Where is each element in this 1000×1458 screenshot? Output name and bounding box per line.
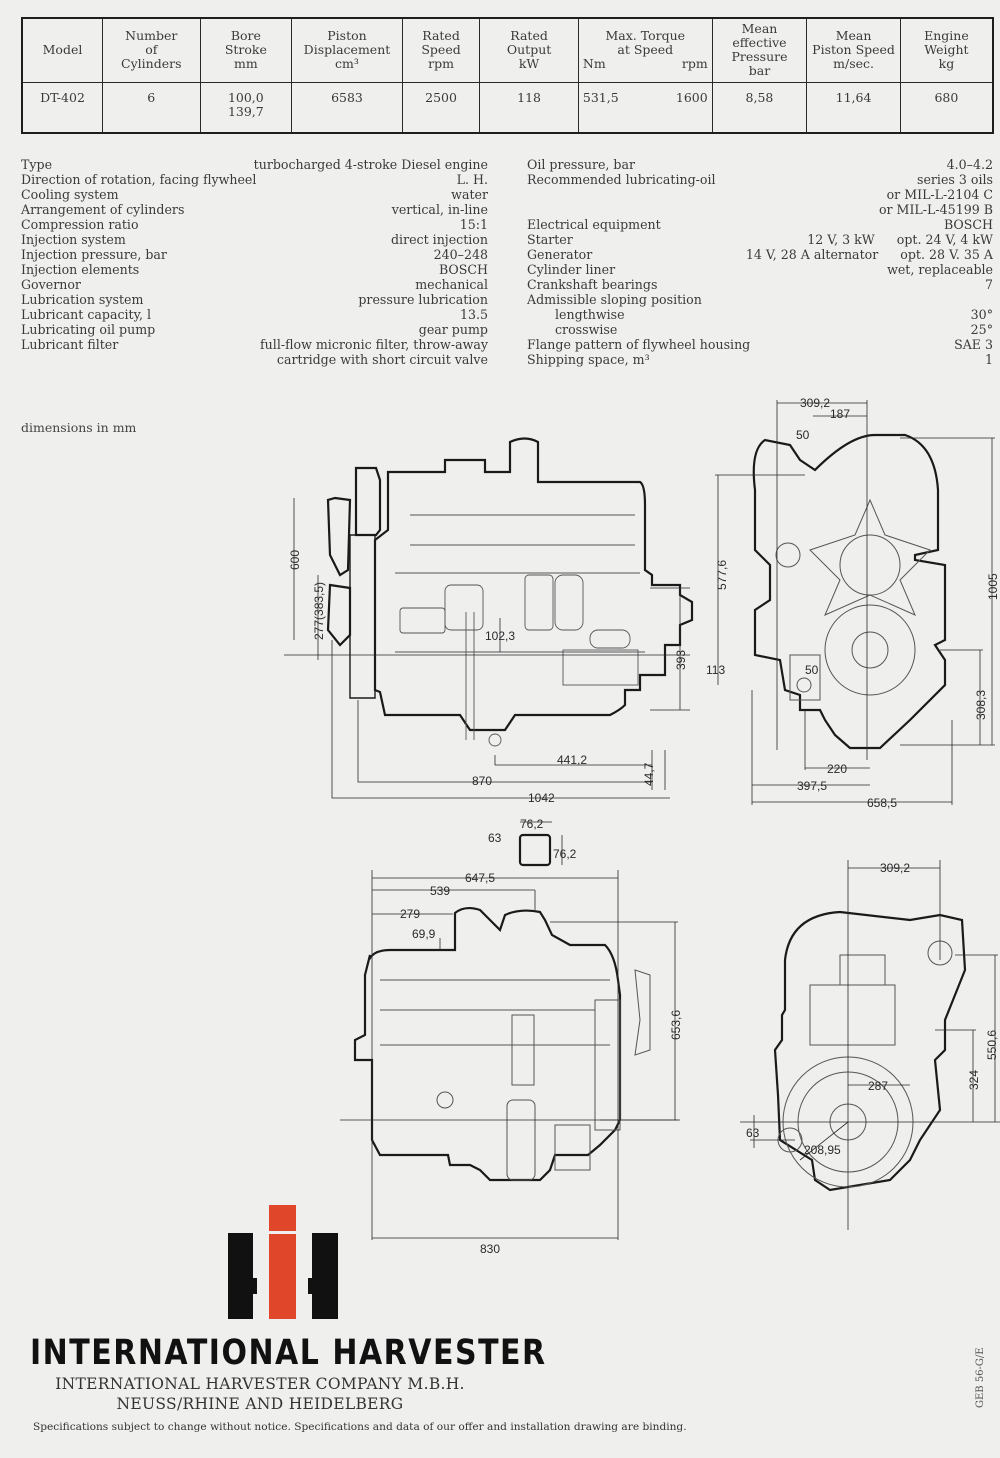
dim-187: 187 [830,407,850,421]
dim-397: 397,5 [797,779,827,793]
document-number: GEB 56-G/E [975,1347,986,1408]
engine-front-view-drawing: 309,2 187 50 577,6 1005 113 50 308,3 220… [706,396,1000,810]
cell-mean-piston-speed: 11,64 [806,81,901,134]
dim-308: 308,3 [974,690,988,720]
dim-63: 63 [488,831,502,845]
dim-279: 279 [400,907,420,921]
dim-277: 277(383,5) [312,582,326,640]
dim-550: 550,6 [985,1030,999,1060]
cell-mean-effective-pressure: 8,58 [711,81,808,134]
dim-44: 44,7 [642,762,656,786]
engine-rear-view-drawing: 309,2 550,6 324 287 63 208,95 [740,860,1000,1230]
cell-rated-speed: 2500 [401,81,481,134]
dim-287: 287 [868,1079,888,1093]
dim-658: 658,5 [867,796,897,810]
cell-engine-weight: 680 [899,81,994,134]
dim-1042: 1042 [528,791,555,805]
dim-324: 324 [967,1070,981,1090]
dim-309-rear: 309,2 [880,861,910,875]
dim-653: 653,6 [669,1010,683,1040]
dim-208: 208,95 [804,1143,841,1157]
dim-76-2-height: 76,2 [553,847,577,861]
dim-1005: 1005 [986,573,1000,600]
cell-cylinders: 6 [101,81,201,134]
company-location: NEUSS/RHINE AND HEIDELBERG [116,1395,404,1413]
dim-830: 830 [480,1242,500,1256]
ih-logo-icon [228,1205,338,1319]
disclaimer-text: Specifications subject to change without… [33,1421,687,1433]
dim-50-bottom: 50 [805,663,819,677]
dim-102: 102,3 [485,629,515,643]
spec-row: or MIL-L-45199 B [878,202,993,217]
dim-50-top: 50 [796,428,810,442]
dim-393: 393 [674,650,688,670]
cell-displacement: 6583 [291,81,403,134]
brand-name: INTERNATIONAL HARVESTER [30,1333,547,1374]
dim-441: 441,2 [557,753,587,767]
header-model: Model [21,17,103,83]
dim-309: 309,2 [800,396,830,410]
company-name: INTERNATIONAL HARVESTER COMPANY M.B.H. [55,1375,465,1393]
dim-69-9: 69,9 [412,927,436,941]
dim-577: 577,6 [715,560,729,590]
cell-rated-output: 118 [479,81,579,134]
dim-220: 220 [827,762,847,776]
engine-side-view-other-drawing: 76,2 63 76,2 647,5 539 279 69,9 653,6 83… [340,817,683,1256]
dim-647: 647,5 [465,871,495,885]
dim-539: 539 [430,884,450,898]
spec-row: or MIL-L-2104 C [886,187,993,202]
spec-row: Admissible sloping position [527,292,702,307]
dim-63-rear: 63 [746,1126,760,1140]
dim-870: 870 [472,774,492,788]
dim-113: 113 [706,663,725,677]
engine-side-view-drawing: 600 277(383,5) 102,3 393 441,2 44,7 870 … [284,437,694,805]
dimensions-note: dimensions in mm [21,420,137,435]
cell-model: DT-402 [21,81,103,134]
dim-600: 600 [288,550,302,570]
spec-row: cartridge with short circuit valve [276,352,488,367]
dim-76-2-width: 76,2 [520,817,544,831]
